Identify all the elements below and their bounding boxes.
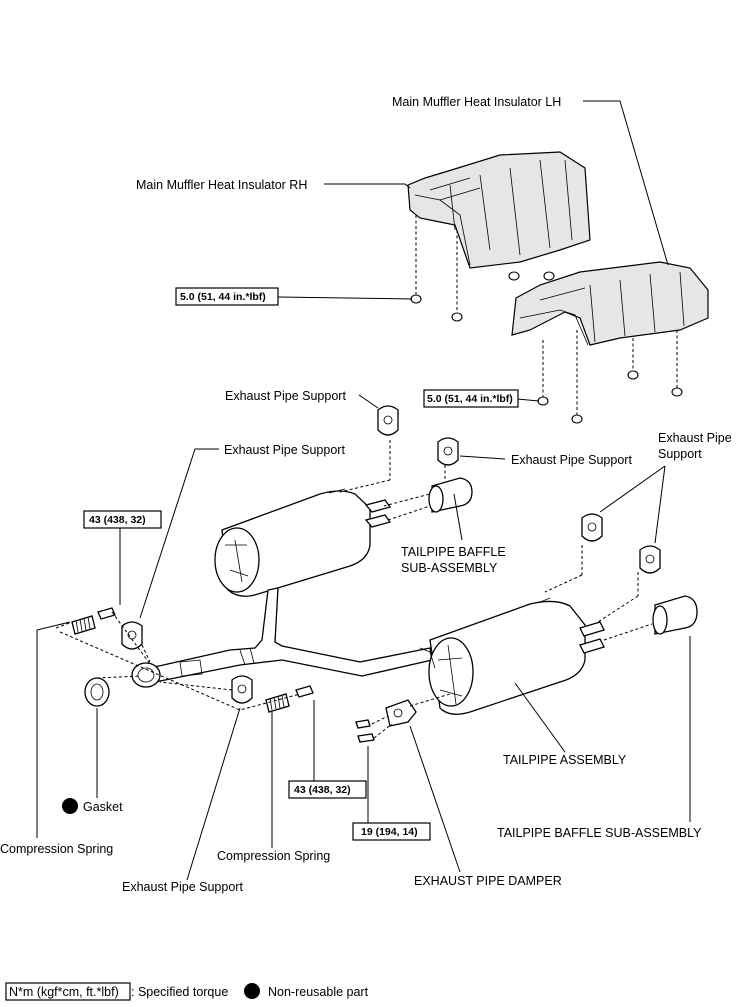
tailpipe-baffle-top-part [387,477,473,521]
label-compression-spring-2: Compression Spring [217,849,330,863]
torque-insulator-lh: 5.0 (51, 44 in.*lbf) [427,393,513,405]
label-exhaust-pipe-support-5: Exhaust Pipe Support [122,880,243,894]
exhaust-pipe-support-1-part [339,405,399,493]
label-tailpipe-baffle-top-line1: TAILPIPE BAFFLE [401,545,506,559]
legend-torque-desc: : Specified torque [131,985,228,999]
front-joint-parts [55,607,314,713]
torque-front-bolt-left: 43 (438, 32) [89,514,146,526]
label-exhaust-pipe-support-4-line1: Exhaust Pipe [658,431,732,445]
label-exhaust-pipe-support-1: Exhaust Pipe Support [225,389,346,403]
label-exhaust-pipe-support-4-line2: Support [658,447,702,461]
label-heat-insulator-rh: Main Muffler Heat Insulator RH [136,178,307,192]
insulator-fasteners [410,215,683,424]
legend-torque-unit: N*m (kgf*cm, ft.*lbf) [9,985,119,999]
torque-box-front-bolt-right: 43 (438, 32) [288,780,367,799]
tailpipe-assembly-drawing [419,597,605,715]
legend-nonreusable-desc: Non-reusable part [268,985,369,999]
exhaust-pipe-support-2-part [383,437,459,507]
label-exhaust-pipe-support-2: Exhaust Pipe Support [224,443,345,457]
legend-nonreusable-icon [244,983,260,999]
leader-lines [36,100,691,881]
torque-box-insulator-rh: 5.0 (51, 44 in.*lbf) [175,287,279,306]
label-tailpipe-baffle-bottom: TAILPIPE BAFFLE SUB-ASSEMBLY [497,826,702,840]
heat-insulator-lh-drawing [511,261,709,346]
label-tailpipe-baffle-top-line2: SUB-ASSEMBLY [401,561,498,575]
front-muffler-drawing [214,488,392,597]
heat-insulator-rh-drawing [407,151,591,269]
label-exhaust-pipe-support-3: Exhaust Pipe Support [511,453,632,467]
legend: N*m (kgf*cm, ft.*lbf) : Specified torque… [5,982,369,1001]
tailpipe-baffle-right-part [603,595,698,641]
torque-front-bolt-right: 43 (438, 32) [294,784,351,796]
torque-damper-bolt: 19 (194, 14) [361,826,418,838]
gasket-nonreusable-icon [62,798,78,814]
label-compression-spring-1: Compression Spring [0,842,113,856]
front-pipe-drawing [131,587,433,688]
exhaust-pipe-damper-part [355,693,451,743]
torque-insulator-rh: 5.0 (51, 44 in.*lbf) [180,291,266,303]
exhaust-pipe-support-right-parts [544,513,661,623]
torque-box-damper-bolt: 19 (194, 14) [352,822,431,841]
label-gasket: Gasket [83,800,123,814]
label-exhaust-pipe-damper: EXHAUST PIPE DAMPER [414,874,562,888]
torque-box-front-bolt-left: 43 (438, 32) [83,510,162,529]
torque-box-insulator-lh: 5.0 (51, 44 in.*lbf) [423,389,519,408]
label-heat-insulator-lh: Main Muffler Heat Insulator LH [392,95,561,109]
label-tailpipe-assembly: TAILPIPE ASSEMBLY [503,753,627,767]
